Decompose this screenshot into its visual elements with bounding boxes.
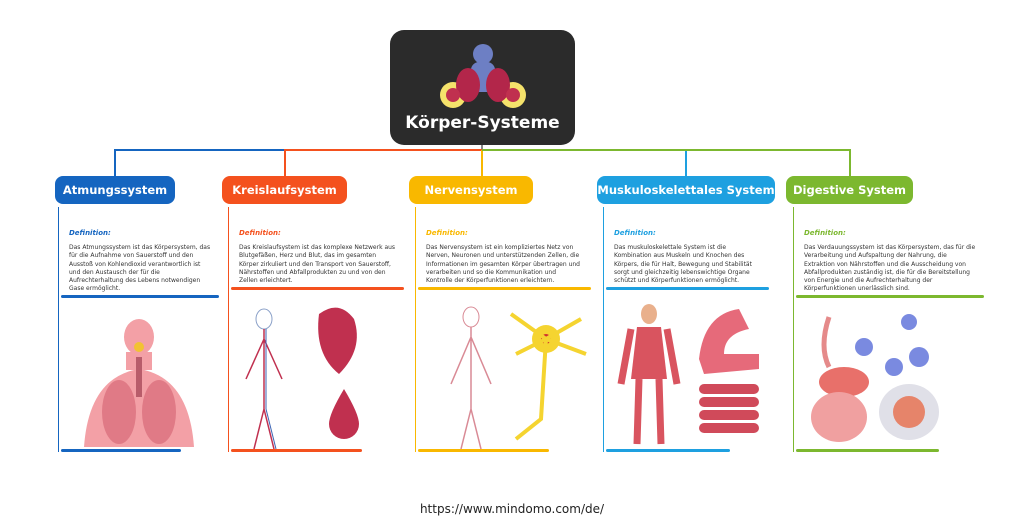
node-label: Kreislaufsystem bbox=[232, 183, 337, 197]
node-musculoskeletal[interactable]: Muskuloskelettales System bbox=[597, 176, 775, 204]
footer-url[interactable]: https://www.mindomo.com/de/ bbox=[419, 502, 605, 516]
definition-label: Definition: bbox=[614, 229, 656, 237]
digestive-illustration-icon bbox=[811, 314, 939, 442]
divider bbox=[231, 449, 363, 452]
respiratory-illustration-icon bbox=[84, 319, 194, 447]
musculoskeletal-illustration-icon bbox=[617, 304, 759, 445]
central-topic-title: Körper-Systeme bbox=[405, 113, 560, 133]
divider bbox=[61, 449, 181, 452]
card-nervous: Definition: Das Nervensystem ist ein kom… bbox=[415, 207, 591, 452]
node-label: Muskuloskelettales System bbox=[597, 183, 775, 197]
divider bbox=[418, 287, 591, 290]
circulatory-illustration-icon bbox=[245, 307, 359, 449]
definition-text: Das Nervensystem ist ein kompliziertes N… bbox=[426, 244, 580, 285]
definition-label: Definition: bbox=[239, 229, 281, 237]
definition-text: Das Verdauungssystem ist das Körpersyste… bbox=[804, 244, 976, 293]
card-digestive: Definition: Das Verdauungssystem ist das… bbox=[793, 207, 984, 452]
nervous-illustration-icon bbox=[450, 306, 587, 449]
divider bbox=[796, 295, 984, 298]
node-respiratory[interactable]: Atmungssystem bbox=[55, 176, 175, 204]
card-circulatory: Definition: Das Kreislaufsystem ist das … bbox=[228, 207, 404, 452]
node-label: Digestive System bbox=[792, 183, 906, 197]
node-circulatory[interactable]: Kreislaufsystem bbox=[222, 176, 347, 204]
node-label: Nervensystem bbox=[424, 183, 518, 197]
node-digestive[interactable]: Digestive System bbox=[786, 176, 913, 204]
divider bbox=[231, 287, 404, 290]
definition-label: Definition: bbox=[426, 229, 468, 237]
central-topic[interactable]: Körper-Systeme bbox=[390, 30, 575, 145]
lungs-illustration-icon bbox=[440, 44, 526, 108]
definition-label: Definition: bbox=[804, 229, 846, 237]
definition-text: Das muskuloskelettale System ist die Kom… bbox=[614, 244, 752, 285]
divider bbox=[418, 449, 550, 452]
divider bbox=[796, 449, 939, 452]
definition-text: Das Kreislaufsystem ist das komplexe Net… bbox=[239, 244, 396, 285]
card-respiratory: Definition: Das Atmungssystem ist das Kö… bbox=[58, 207, 219, 452]
definition-label: Definition: bbox=[69, 229, 111, 237]
node-nervous[interactable]: Nervensystem bbox=[409, 176, 533, 204]
divider bbox=[61, 295, 219, 298]
card-musculoskeletal: Definition: Das muskuloskelettale System… bbox=[603, 207, 769, 452]
divider bbox=[606, 449, 730, 452]
divider bbox=[606, 287, 769, 290]
definition-text: Das Atmungssystem ist das Körpersystem, … bbox=[69, 244, 211, 293]
node-label: Atmungssystem bbox=[62, 183, 168, 197]
